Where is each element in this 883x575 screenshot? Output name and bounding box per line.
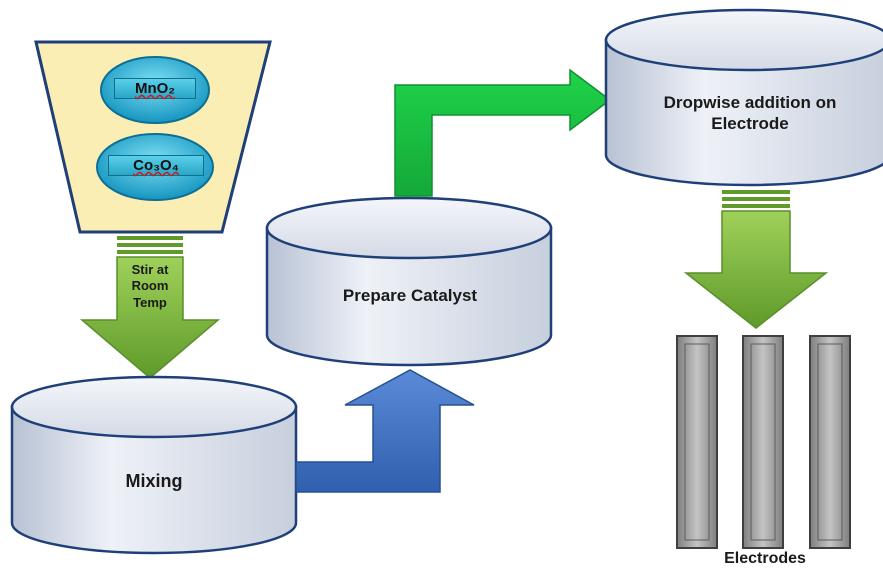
dropwise-cylinder — [604, 8, 883, 187]
mixing-label: Mixing — [125, 471, 183, 491]
stir-label: Stir at Room Temp — [131, 262, 169, 310]
mixing-cylinder — [10, 375, 298, 555]
prepare-catalyst-cylinder — [265, 196, 553, 367]
electrode-1 — [676, 335, 718, 549]
co3o4-label: Co₃O₄ — [108, 155, 204, 176]
stir-arrow — [79, 236, 221, 379]
electrodes-label: Electrodes — [724, 550, 806, 567]
blue-arrow — [295, 369, 475, 493]
green-arrow-up-right — [394, 68, 612, 197]
electrode-2 — [742, 335, 784, 549]
electrode-3 — [809, 335, 851, 549]
electrode-arrow — [683, 190, 829, 329]
dropwise-label: Dropwise addition on Electrode — [663, 93, 837, 134]
mno2-label: MnO₂ — [114, 78, 196, 99]
prepare-catalyst-label: Prepare Catalyst — [342, 286, 478, 305]
